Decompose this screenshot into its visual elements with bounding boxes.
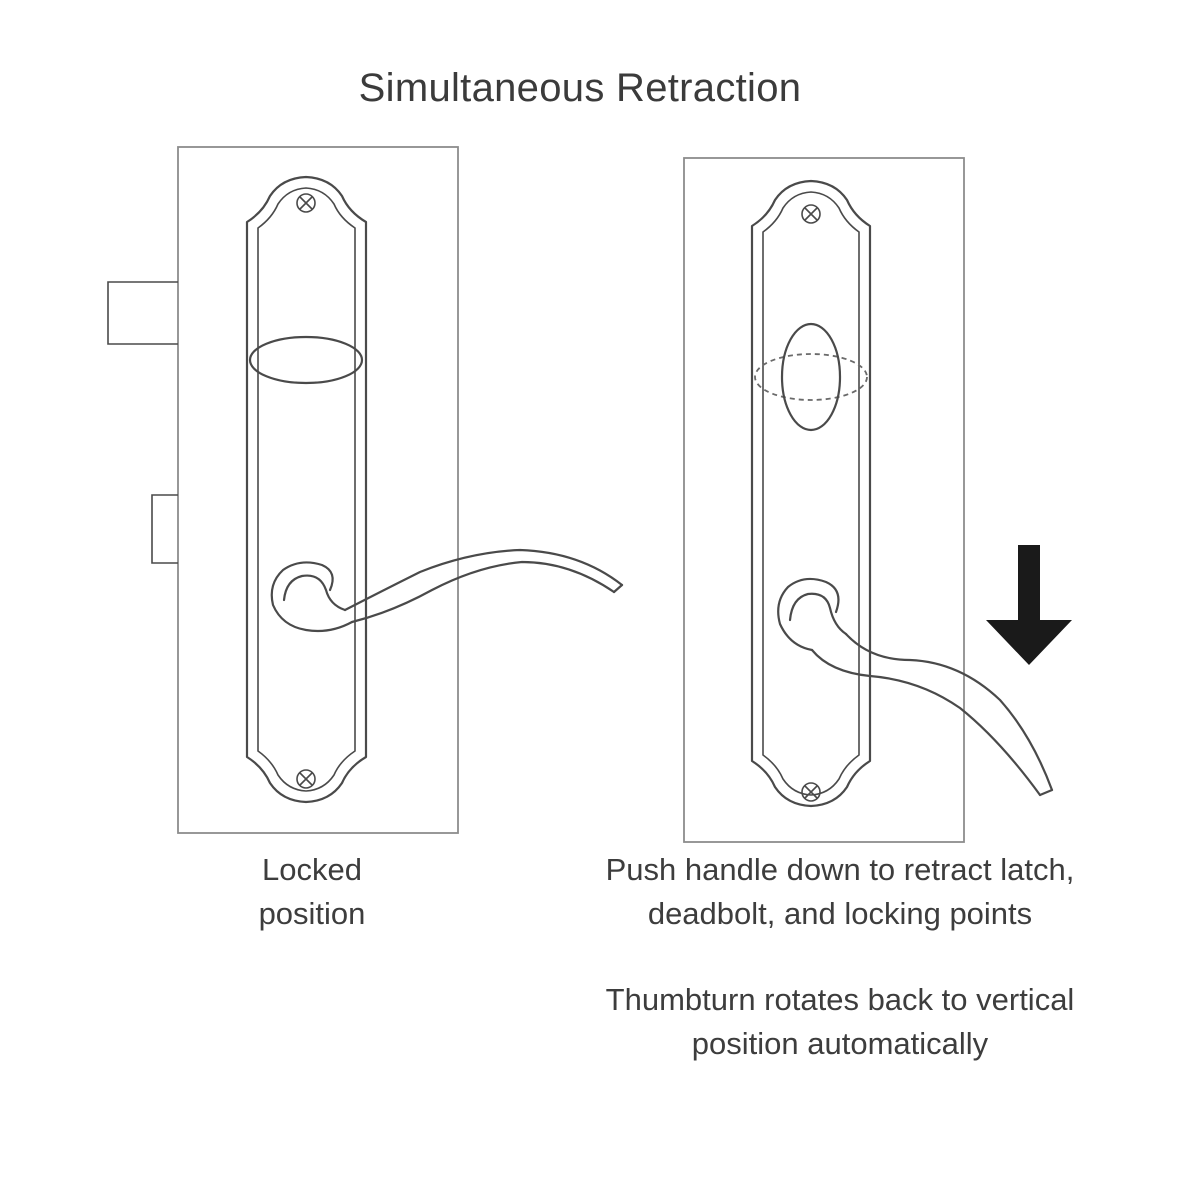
right-bottom-screw: [801, 782, 821, 802]
left-bottom-screw: [296, 769, 316, 789]
push-handle-caption: Push handle down to retract latch, deadb…: [520, 848, 1160, 936]
right-lever-handle: [777, 577, 1054, 797]
locked-caption-line-2: position: [258, 896, 366, 931]
right-top-screw: [801, 204, 821, 224]
left-top-screw: [296, 193, 316, 213]
diagram-title: Simultaneous Retraction: [358, 66, 802, 110]
latch: [151, 494, 178, 564]
right-escutcheon-inner: [762, 191, 860, 796]
retracted-lock-illustration: [683, 157, 1072, 843]
right-escutcheon-plate: [750, 179, 872, 808]
thumbturn-caption: Thumbturn rotates back to vertical posit…: [520, 978, 1160, 1066]
push-caption-line-1: Push handle down to retract latch,: [605, 852, 1075, 887]
thumbturn-previous-horizontal: [754, 353, 868, 401]
locked-position-caption: Locked position: [212, 848, 412, 936]
locked-lock-illustration: [107, 146, 624, 834]
locked-caption-line-1: Locked: [262, 852, 362, 887]
thumbturn-caption-line-1: Thumbturn rotates back to vertical: [605, 982, 1075, 1017]
thumbturn-horizontal: [248, 335, 364, 385]
left-escutcheon-inner: [257, 187, 356, 792]
down-arrow-icon: [986, 545, 1072, 665]
left-lock-body: [177, 146, 459, 834]
left-lever-handle: [270, 548, 624, 633]
deadbolt: [107, 281, 178, 345]
thumbturn-vertical: [780, 322, 842, 432]
left-escutcheon-plate: [245, 175, 368, 804]
thumbturn-caption-line-2: position automatically: [691, 1026, 989, 1061]
right-lock-body: [683, 157, 965, 843]
push-caption-line-2: deadbolt, and locking points: [647, 896, 1033, 931]
